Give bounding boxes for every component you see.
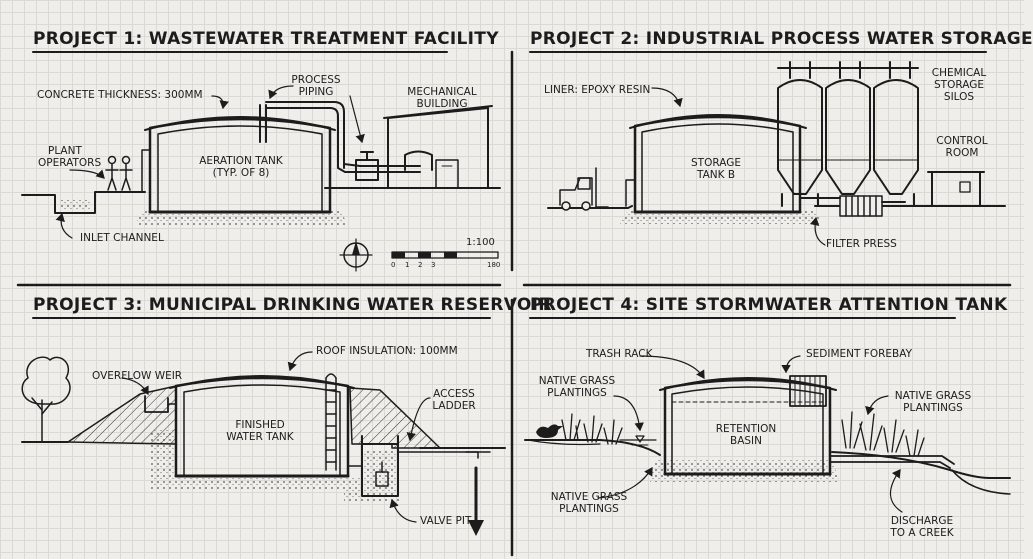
project3-drawing	[21, 351, 506, 536]
native-grass-bottom-label: NATIVE GRASS PLANTINGS	[544, 491, 634, 515]
discharge-line1: DISCHARGE	[890, 515, 954, 527]
aeration-tank-label: AERATION TANK (TYP. of 8)	[186, 155, 296, 179]
chemical-storage-silos-label: CHEMICAL STORAGE SILOS	[924, 67, 994, 103]
process-piping-line2: PIPING	[298, 86, 334, 99]
trash-rack-label: TRASH RACK	[586, 348, 653, 360]
silos-line2: STORAGE	[934, 79, 984, 92]
scale-tick-2: 2	[418, 261, 423, 269]
native-grass-right-line1: NATIVE GRASS	[894, 390, 972, 402]
retention-basin-label: RETENTION BASIN	[706, 423, 786, 447]
finished-water-tank-line1: FINISHED	[235, 419, 285, 431]
storage-tank-line2: TANK B	[696, 169, 736, 182]
roof-insulation-label: ROOF INSULATION: 100mm	[316, 345, 458, 357]
process-piping-line1: PROCESS	[291, 74, 341, 86]
retention-basin-line2: BASIN	[729, 435, 762, 448]
mechanical-building-label: MECHANICAL BUILDING	[400, 86, 484, 110]
project1-title: PROJECT 1: WASTEWATER TREATMENT FACILITY	[33, 29, 499, 49]
discharge-label: DISCHARGE TO A CREEK	[880, 515, 964, 539]
project3-title: PROJECT 3: MUNICIPAL DRINKING WATER RESE…	[33, 295, 552, 315]
mechanical-building-line2: BUILDING	[416, 98, 468, 111]
scale-tick-1: 1	[405, 261, 410, 269]
native-grass-bottom-line2: PLANTINGS	[559, 503, 619, 516]
filter-press-label: FILTER PRESS	[826, 238, 897, 250]
finished-water-tank-label: FINISHED WATER TANK	[210, 419, 310, 443]
native-grass-left-line1: NATIVE GRASS	[538, 375, 616, 387]
project4-title: PROJECT 4: SITE STORMWATER ATTENTION TAN…	[530, 295, 1008, 315]
control-room-line1: CONTROL	[936, 135, 988, 147]
process-piping-label: PROCESS PIPING	[286, 74, 346, 98]
storage-tank-label: STORAGE TANK B	[676, 157, 756, 181]
scale-tick-0: 0	[391, 261, 396, 269]
title-underlines	[32, 51, 987, 319]
native-grass-left-line2: PLANTINGS	[547, 387, 607, 400]
liner-label: LINER: EPOXY RESIN	[544, 84, 651, 96]
project4-drawing	[524, 355, 1011, 513]
access-ladder-line2: LADDER	[432, 400, 476, 413]
native-grass-bottom-line1: NATIVE GRASS	[550, 491, 628, 503]
storage-tank-line1: STORAGE	[691, 157, 741, 169]
scale-label: 1:100	[466, 237, 495, 248]
plant-operators-line1: PLANT	[48, 145, 82, 157]
retention-basin-line1: RETENTION	[715, 423, 777, 435]
valve-pit-label: VALVE PIT	[420, 515, 472, 527]
silos-line1: CHEMICAL	[931, 67, 987, 79]
silos-line3: SILOS	[943, 91, 975, 104]
aeration-tank-line1: AERATION TANK	[199, 155, 283, 167]
mechanical-building-line1: MECHANICAL	[407, 86, 477, 98]
native-grass-right-label: NATIVE GRASS PLANTINGS	[888, 390, 978, 414]
sediment-forebay-label: SEDIMENT FOREBAY	[806, 348, 912, 360]
native-grass-left-label: NATIVE GRASS PLANTINGS	[532, 375, 622, 399]
concrete-thickness-label: CONCRETE THICKNESS: 300mm	[37, 89, 203, 101]
plant-operators-line2: OPERATORS	[38, 157, 102, 170]
finished-water-tank-line2: WATER TANK	[226, 431, 294, 444]
overflow-weir-label: OVERFLOW WEIR	[92, 370, 183, 382]
scale-tick-end: 180	[487, 261, 501, 269]
scale-tick-3: 3	[431, 261, 436, 269]
project2-title: PROJECT 2: INDUSTRIAL PROCESS WATER STOR…	[530, 29, 1033, 49]
control-room-line2: ROOM	[945, 147, 979, 160]
project2-drawing	[547, 61, 1006, 246]
quadrant-dividers	[16, 50, 1012, 557]
discharge-line2: TO A CREEK	[890, 527, 954, 540]
control-room-label: CONTROL ROOM	[930, 135, 994, 159]
access-ladder-label: ACCESS LADDER	[426, 388, 482, 412]
project1-drawing	[21, 85, 501, 272]
native-grass-right-line2: PLANTINGS	[903, 402, 963, 415]
access-ladder-line1: ACCESS	[433, 388, 475, 400]
inlet-channel-label: INLET CHANNEL	[80, 232, 164, 244]
plant-operators-label: PLANT OPERATORS	[38, 145, 101, 169]
aeration-tank-line2: (TYP. of 8)	[212, 167, 270, 180]
